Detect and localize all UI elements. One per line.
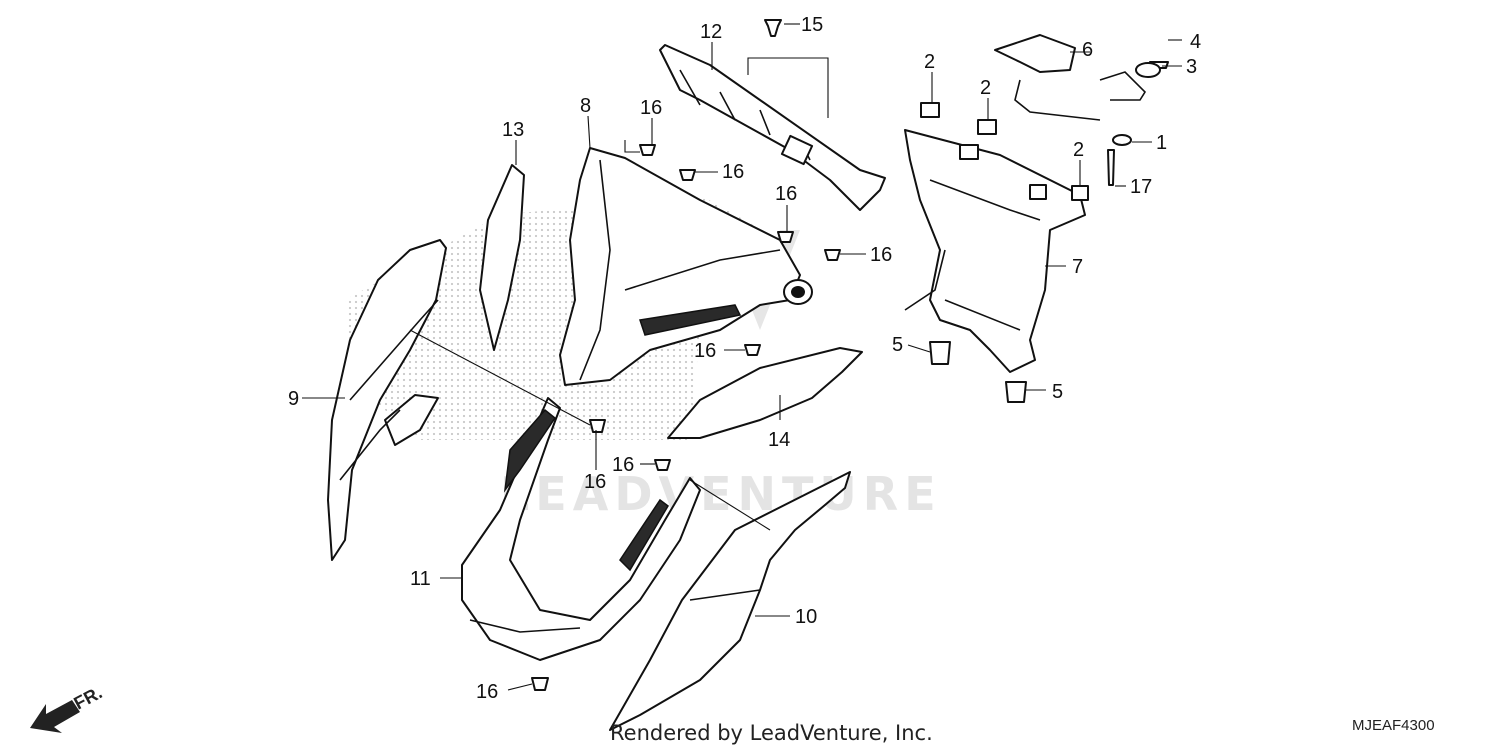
diagram-code: MJEAF4300 xyxy=(1352,717,1435,734)
part-5-nut-b xyxy=(1005,381,1027,403)
callout-6: 6 xyxy=(1082,39,1093,61)
part-9-left-side-cowl xyxy=(327,239,447,561)
watermark-text: LEADVENTURE xyxy=(500,467,942,521)
part-6-harness-bracket xyxy=(994,34,1147,121)
screw-16-f xyxy=(589,419,606,433)
part-2-rubber-c xyxy=(1071,185,1089,201)
callout-16-c: 16 xyxy=(775,183,797,205)
callout-5-b: 5 xyxy=(1052,381,1063,403)
part-13-side-panel xyxy=(479,164,525,351)
callout-16-h: 16 xyxy=(476,681,498,703)
callout-12: 12 xyxy=(700,21,722,43)
callout-9: 9 xyxy=(288,388,299,410)
callout-16-g: 16 xyxy=(584,471,606,493)
part-8-upper-cowl xyxy=(559,147,813,386)
callout-16-b: 16 xyxy=(722,161,744,183)
screw-16-h xyxy=(531,677,549,691)
callouts: 15 12 4 6 3 2 2 1 2 17 8 16 13 16 16 16 … xyxy=(288,14,1201,703)
callout-5-a: 5 xyxy=(892,334,903,356)
callout-2-a: 2 xyxy=(924,51,935,73)
part-3-grommet xyxy=(1135,62,1161,78)
screw-16-b xyxy=(679,169,696,181)
callout-1: 1 xyxy=(1156,132,1167,154)
screw-16-e xyxy=(744,344,761,356)
part-1-washer xyxy=(1112,134,1132,146)
screw-16-c xyxy=(777,231,794,243)
front-arrow-icon xyxy=(30,700,80,733)
callout-3: 3 xyxy=(1186,56,1197,78)
callout-14: 14 xyxy=(768,429,790,451)
callout-16-a: 16 xyxy=(640,97,662,119)
part-7-cowl-stay xyxy=(904,129,1086,373)
callout-7: 7 xyxy=(1072,256,1083,278)
part-12-upper-bracket xyxy=(659,44,886,211)
part-17-bolt xyxy=(1107,149,1115,186)
screw-16-d xyxy=(824,249,841,261)
render-credit: Rendered by LeadVenture, Inc. xyxy=(610,721,933,745)
front-direction-indicator: FR. xyxy=(30,682,105,733)
callout-16-f: 16 xyxy=(612,454,634,476)
callout-11: 11 xyxy=(410,568,431,590)
hardware-items xyxy=(531,19,1169,691)
part-2-rubber-a xyxy=(920,102,940,118)
part-15-screw xyxy=(764,19,782,37)
part-5-nut-a xyxy=(929,341,951,365)
callout-15: 15 xyxy=(801,14,823,36)
part-14-right-trim-panel xyxy=(667,347,863,439)
callout-16-e: 16 xyxy=(694,340,716,362)
callout-2-b: 2 xyxy=(980,77,991,99)
callout-2-c: 2 xyxy=(1073,139,1084,161)
screw-16-g xyxy=(654,459,671,471)
callout-4: 4 xyxy=(1190,31,1201,53)
callout-17: 17 xyxy=(1130,176,1152,198)
part-11-lower-cowl xyxy=(461,397,701,661)
screw-16-a xyxy=(639,144,656,156)
callout-13: 13 xyxy=(502,119,524,141)
part-10-right-lower-panel xyxy=(609,471,851,731)
callout-8: 8 xyxy=(580,95,591,117)
part-2-rubber-b xyxy=(977,119,997,135)
callout-10: 10 xyxy=(795,606,817,628)
leader-lines xyxy=(302,23,1182,691)
callout-16-d: 16 xyxy=(870,244,892,266)
